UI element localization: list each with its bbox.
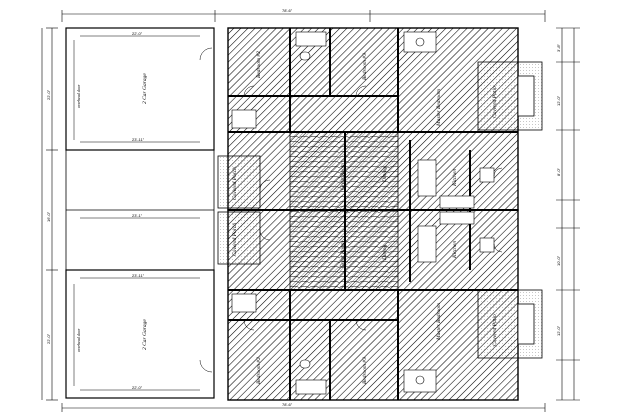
- dim-right-5: 12'-0": [556, 325, 561, 336]
- bedroom-tr-label: Bedroom #3: [362, 53, 368, 80]
- covered-porch-bottom-label: Covered Porch: [232, 222, 238, 256]
- dim-top-overall: 78'-6": [282, 8, 293, 13]
- great-room-top-label: Great Room: [340, 163, 346, 190]
- garage-bottom-label: 2 Car Garage: [142, 319, 148, 350]
- garage-top-label: 2 Car Garage: [142, 73, 148, 104]
- interior-walls: [228, 28, 518, 400]
- dim-right-3: 8'-0": [556, 168, 561, 176]
- dim-bottom-overall: 78'-6": [282, 402, 293, 407]
- garage-note-top: overhead door: [76, 84, 81, 108]
- garage-bottom: [65, 269, 215, 399]
- kitchen-top-label: Kitchen: [452, 168, 458, 186]
- fixtures: [231, 31, 495, 395]
- dim-garage-mid-1: 23'-11": [132, 137, 145, 142]
- dim-right-4: 10'-0": [556, 255, 561, 266]
- dim-garage-top-width: 22'-0": [132, 31, 143, 36]
- dim-right-2: 12'-0": [556, 95, 561, 106]
- covered-patio-top-label: Covered Patio: [492, 86, 498, 118]
- dim-left-3: 22'-0": [46, 333, 51, 344]
- great-room-bottom-label: Great Room: [340, 241, 346, 268]
- bedroom-tl-label: Bedroom #2: [256, 51, 262, 78]
- master-top-label: Master Bedroom: [436, 89, 442, 126]
- dining-bottom-label: Dining: [382, 244, 388, 260]
- covered-patio-bottom-label: Covered Patio: [492, 314, 498, 346]
- dim-garage-bottom-width: 22'-0": [132, 385, 143, 390]
- garage-note-bottom: overhead door: [76, 328, 81, 352]
- dim-garage-mid-3: 23'-11": [132, 273, 145, 278]
- kitchen-bottom-label: Kitchen: [452, 240, 458, 258]
- driveway: [65, 150, 215, 270]
- dim-left-1: 22'-0": [46, 89, 51, 100]
- bedroom-bl-label: Bedroom #2: [256, 357, 262, 384]
- dimension-lines: [41, 10, 580, 412]
- dim-garage-mid-2: 23'-1": [132, 213, 143, 218]
- covered-patios: [477, 61, 543, 359]
- master-bottom-label: Master Bedroom: [436, 303, 442, 340]
- covered-porches: [217, 155, 261, 265]
- dim-right-1: 3'-8": [556, 44, 561, 52]
- bedroom-br-label: Bedroom #3: [362, 357, 368, 384]
- dining-top-label: Dining: [382, 166, 388, 182]
- covered-porch-top-label: Covered Porch: [232, 166, 238, 200]
- dim-left-2: 16'-0": [46, 211, 51, 222]
- garage-top: [65, 27, 215, 151]
